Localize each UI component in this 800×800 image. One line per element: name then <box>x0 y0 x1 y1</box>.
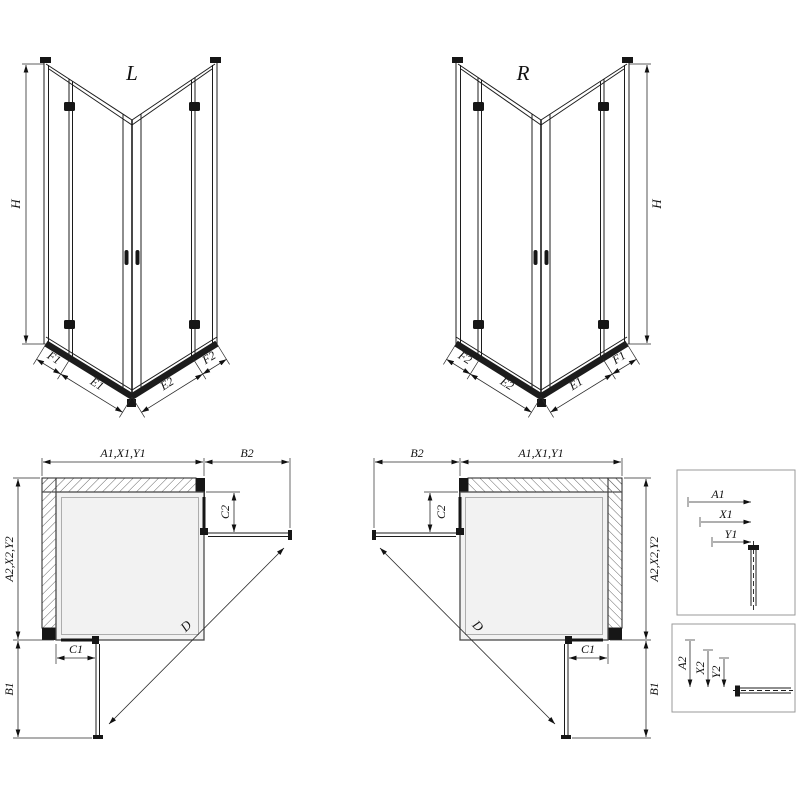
dim-label-y1-detail: Y1 <box>725 527 738 541</box>
dim-label-b2-planleft: B2 <box>240 446 253 460</box>
dim-label-f1-left: F1 <box>44 348 64 367</box>
plan-view-right <box>372 458 651 739</box>
dim-label-c1-planleft: C1 <box>69 642 83 656</box>
detail-panel-depth-profile <box>671 623 796 713</box>
plan-view-left <box>13 458 292 739</box>
detail-box-border <box>671 623 796 713</box>
dim-label-e2-right: E2 <box>497 374 517 393</box>
dim-label-x2-detail: X2 <box>693 661 707 675</box>
detail-box-border <box>676 469 796 616</box>
dim-label-f1-right: F1 <box>609 348 629 367</box>
dim-label-height-left: H <box>8 199 23 210</box>
dim-label-a2-detail: A2 <box>675 656 689 670</box>
dim-label-topwidth-planright: A1,X1,Y1 <box>517 446 563 460</box>
dim-label-x1-detail: X1 <box>718 507 732 521</box>
dim-label-f2-right: F2 <box>455 348 475 367</box>
dim-label-y2-detail: Y2 <box>709 666 723 679</box>
dim-label-b2-planright: B2 <box>410 446 423 460</box>
dim-label-c2-planright: C2 <box>434 505 448 519</box>
dim-label-e1-left: E1 <box>87 374 107 393</box>
dim-label-c1-planright: C1 <box>581 642 595 656</box>
dim-label-sidedepth-planright: A2,X2,Y2 <box>647 536 661 582</box>
dim-label-e1-right: E1 <box>566 374 586 393</box>
dim-label-topwidth-planleft: A1,X1,Y1 <box>99 446 145 460</box>
dim-label-c2-planleft: C2 <box>218 505 232 519</box>
labels-layer: L H F1 E1 E2 F2 R H F2 E2 E1 F1 A1,X1,Y1… <box>2 61 737 696</box>
dim-label-height-right: H <box>649 199 664 210</box>
dim-label-b1-planright: B1 <box>647 682 661 695</box>
wall-profile-cap <box>748 545 759 550</box>
dim-label-b1-planleft: B1 <box>2 682 16 695</box>
dim-label-a1-detail: A1 <box>710 487 724 501</box>
dim-label-sidedepth-planleft: A2,X2,Y2 <box>2 536 16 582</box>
dim-label-e2-left: E2 <box>157 374 177 393</box>
detail-panel-width-profile <box>676 469 796 616</box>
view-title-right: R <box>516 61 530 85</box>
view-title-left: L <box>125 61 138 85</box>
dim-label-f2-left: F2 <box>199 348 219 367</box>
wall-profile-cap <box>735 685 740 697</box>
